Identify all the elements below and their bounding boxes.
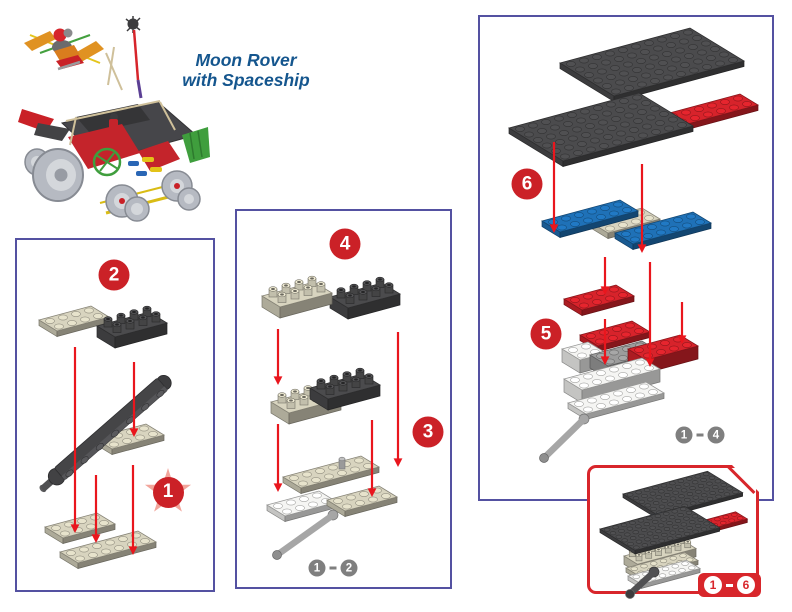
piece-dark-tallstud-2x4 [328,276,402,320]
piece-tan-plate-2x4 [37,305,111,338]
step-badge-4: 4 [329,228,361,260]
piece-axle-rod [272,509,339,560]
piece-dark-plate-6x10 [507,92,695,168]
piece-tan-tallstud-2x4 [260,275,334,319]
assembly-arrow [549,142,559,233]
piece-tan-plate-2x6 [58,530,158,570]
assembly-arrow [600,257,610,295]
exploded-diagram-steps-1-2 [37,305,172,570]
page-title-line2: with Spaceship [182,70,310,90]
piece-blue-plate-2x6 [540,199,640,239]
completed-assembly-diagram [598,470,749,599]
piece-red-plate-2x4 [562,284,636,317]
moon-rover-model-illustration [18,16,210,222]
piece-dark-plate-6x10 [598,505,721,555]
range-step-2: 2 [340,559,358,577]
step-badge-2: 2 [98,259,130,291]
piece-tan-plate-2x6 [281,455,381,495]
piece-pin [338,456,346,470]
assembly-arrow [393,332,403,467]
step-badge-5: 5 [530,318,562,350]
range-step-4: 4 [707,426,725,444]
assembly-arrow [273,424,283,492]
page-title-line1: Moon Rover [195,50,297,70]
step-badge-number: 1 [152,476,184,508]
range-step-6: 6 [737,576,755,594]
range-step-1: 1 [308,559,326,577]
piece-tan-plate-2x4 [325,485,399,518]
assembly-arrow [600,319,610,365]
assembly-arrow [677,302,687,344]
step-badge-star-1: 1 [144,468,192,516]
step-badge-6: 6 [511,168,543,200]
piece-dark-beam [39,374,172,493]
assembly-arrow [70,347,80,533]
range-dash [726,583,733,587]
piece-axle-rod [539,413,590,463]
assembly-arrow [367,420,377,497]
range-step-1: 1 [675,426,693,444]
piece-dark-plate-6x10 [621,470,744,520]
piece-blue-plate-2x6 [613,211,713,251]
piece-axle-rod [625,566,660,599]
antenna-icon [105,16,143,99]
assembly-arrow [128,465,138,555]
range-dash [696,433,704,437]
page-title: Moon Rover with Spaceship [158,50,334,90]
piece-dark-plate-6x10 [558,27,746,103]
assembly-arrow [273,329,283,385]
piece-dark-tallstud-2x4 [95,305,169,349]
piece-red-brick-2x4 [626,334,700,374]
assembly-arrow [129,362,139,437]
assembly-arrow [91,475,101,543]
step-badge-3: 3 [412,416,444,448]
assembly-arrow [637,164,647,253]
range-step-1: 1 [704,576,722,594]
piece-tan-plate-2x4 [43,512,117,545]
spaceship-illustration [24,28,104,71]
rover-illustration [18,100,210,222]
exploded-diagram-steps-3-4 [260,275,403,560]
assembly-arrow [645,262,655,367]
piece-dark-tallstud-2x4 [308,367,382,411]
exploded-diagram-steps-5-6 [507,27,760,463]
range-dash [329,566,337,570]
